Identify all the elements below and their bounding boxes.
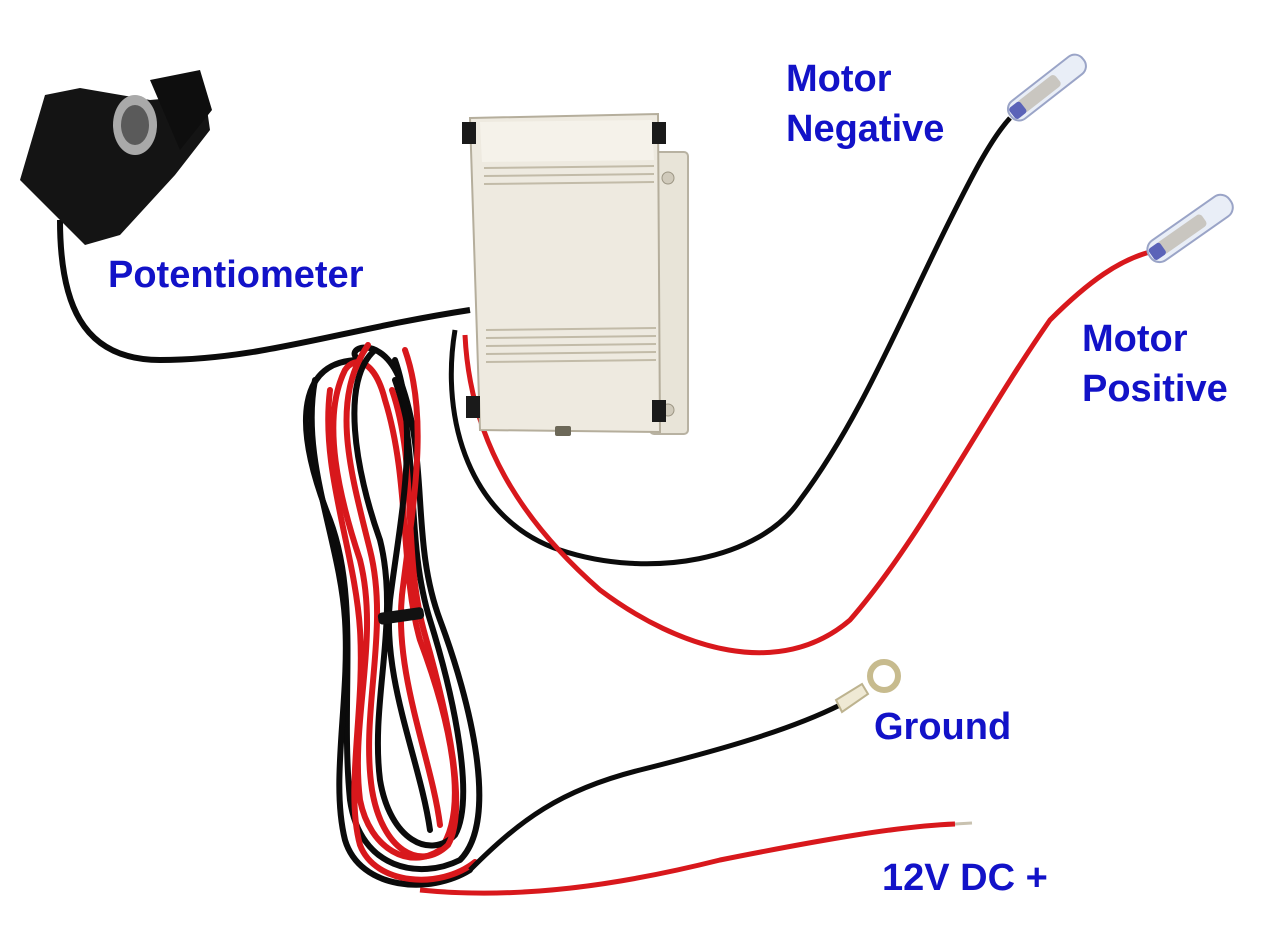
motor-positive-label: Motor Positive [1082,314,1228,414]
motor-negative-connector [1006,53,1087,122]
motor-negative-wire [448,116,1012,567]
supply-positive-label: 12V DC + [882,857,1048,899]
potentiometer-cable [57,219,471,364]
motor-negative-label-line1: Motor [786,58,892,100]
motor-negative-label: Motor Negative [786,54,944,154]
motor-negative-label-line2: Negative [786,108,945,150]
motor-positive-label-line1: Motor [1082,318,1188,360]
ground-label: Ground [874,706,1012,748]
wire-coil [303,342,483,888]
controller-box [462,112,689,436]
motor-positive-label-line2: Positive [1082,368,1228,410]
supply-wire [419,821,956,896]
motor-positive-connector [1146,193,1234,264]
ground-wire [468,702,842,872]
ground-ring-terminal [834,659,901,714]
supply-wire-tip [954,821,973,826]
potentiometer-knob [20,70,212,245]
potentiometer-label: Potentiometer [108,254,364,296]
motor-positive-wire [462,249,1151,656]
